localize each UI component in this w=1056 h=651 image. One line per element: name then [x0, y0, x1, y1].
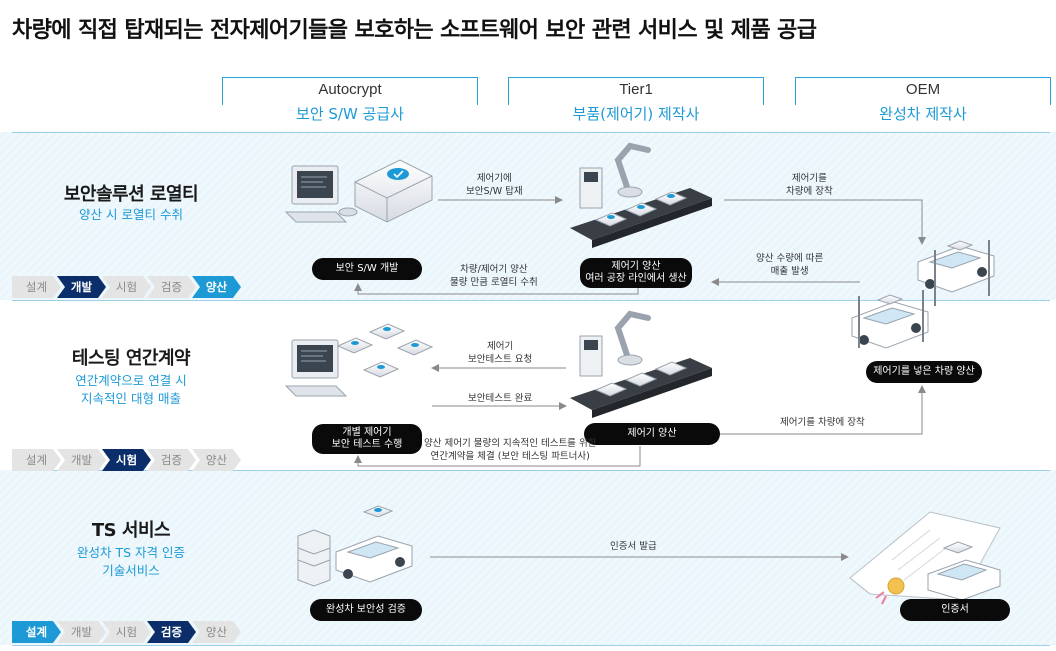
server-rack-icon	[297, 529, 331, 587]
note-line: 보안S/W 탑재	[466, 186, 523, 197]
step-production: 양산	[192, 449, 241, 471]
computer-icon	[284, 165, 348, 223]
divider	[12, 300, 1050, 301]
note-royalty: 차량/제어기 양산 물량 만큼 로열티 수취	[450, 263, 538, 289]
column-title-ko: 보안 S/W 공급사	[290, 103, 410, 124]
security-module-icon	[338, 159, 433, 223]
subtitle-line: 연간계약으로 연결 시	[75, 373, 187, 388]
column-title-ko: 부품(제어기) 제작사	[566, 103, 706, 124]
page-title: 차량에 직접 탑재되는 전자제어기들을 보호하는 소프트웨어 보안 관련 서비스…	[12, 18, 817, 43]
step-development: 개발	[57, 276, 106, 298]
divider	[12, 470, 1050, 471]
step-production: 양산	[192, 276, 241, 298]
column-title-ko: 완성차 제작사	[873, 103, 973, 124]
pill-controller-production: 제어기 양산 여러 공장 라인에서 생산	[580, 258, 692, 288]
car-icon	[335, 505, 413, 583]
note-line: 제어기	[486, 341, 514, 352]
step-design: 설계	[12, 276, 61, 298]
section-band-royalty	[0, 132, 1056, 300]
note-cert-issue: 인증서 발급	[610, 541, 657, 552]
computer-icon	[284, 339, 348, 397]
subtitle-line: 완성차 TS 자격 인증	[77, 545, 185, 560]
note-mount-to-vehicle: 제어기를 차량에 장착	[786, 172, 833, 198]
step-test: 시험	[102, 449, 151, 471]
note-line: 매출 발생	[770, 266, 809, 277]
step-verify: 검증	[147, 276, 196, 298]
step-test: 시험	[102, 621, 151, 643]
note-annual-contract: 양산 제어기 물량의 지속적인 테스트를 위한 연간계약을 체결 (보안 테스팅…	[424, 437, 596, 463]
column-header-oem: OEM 완성차 제작사	[795, 77, 1051, 125]
step-design: 설계	[12, 621, 61, 643]
note-line: 양산 수량에 따른	[756, 253, 824, 264]
conveyor-icon	[570, 358, 712, 418]
subtitle-line: 지속적인 대형 매출	[81, 391, 181, 406]
step-development: 개발	[57, 449, 106, 471]
step-production: 양산	[192, 621, 241, 643]
section-subtitle: 양산 시 로열티 수취	[79, 207, 183, 222]
divider	[12, 645, 1050, 646]
pill-sw-development: 보안 S/W 개발	[312, 258, 422, 280]
note-line: 차량/제어기 양산	[460, 264, 528, 275]
column-title-en: Autocrypt	[318, 81, 382, 98]
section-subtitle: 연간계약으로 연결 시 지속적인 대형 매출	[26, 372, 236, 408]
note-line: 물량 만큼 로열티 수취	[450, 277, 538, 288]
step-verify: 검증	[147, 621, 196, 643]
robot-arm-icon	[579, 310, 651, 377]
column-bracket	[222, 77, 478, 105]
column-title-en: OEM	[905, 81, 941, 98]
column-header-autocrypt: Autocrypt 보안 S/W 공급사	[222, 77, 478, 125]
pill-line: 개별 제어기	[342, 427, 392, 438]
note-line: 양산 제어기 물량의 지속적인 테스트를 위한	[424, 438, 597, 449]
note-test-done: 보안테스트 완료	[468, 393, 533, 404]
section-title: 보안솔루션 로열티	[63, 184, 199, 205]
car-icon	[927, 541, 1001, 601]
step-verify: 검증	[147, 449, 196, 471]
column-header-tier1: Tier1 부품(제어기) 제작사	[508, 77, 764, 125]
column-bracket	[508, 77, 764, 105]
note-mount-to-vehicle: 제어기를 차량에 장착	[780, 417, 865, 428]
pill-line: 여러 공장 라인에서 생산	[585, 273, 687, 284]
note-line: 제어기에	[476, 173, 512, 184]
phase-steps: 설계 개발 시험 검증 양산	[12, 621, 237, 643]
note-test-request: 제어기 보안테스트 요청	[468, 340, 532, 366]
step-test: 시험	[102, 276, 151, 298]
pill-controller-production: 제어기 양산	[584, 423, 720, 445]
pill-vehicle-production: 제어기를 넣은 차량 양산	[866, 361, 982, 383]
phase-steps: 설계 개발 시험 검증 양산	[12, 276, 237, 298]
divider	[12, 132, 1050, 133]
note-line: 연간계약을 체결 (보안 테스팅 파트너사)	[430, 451, 590, 462]
note-line: 보안테스트 요청	[468, 354, 533, 365]
security-module-icon	[336, 323, 434, 378]
conveyor-icon	[570, 188, 712, 248]
pill-security-test: 개별 제어기 보안 테스트 수행	[312, 424, 422, 454]
section-subtitle: 완성차 TS 자격 인증 기술서비스	[26, 544, 236, 580]
column-title-en: Tier1	[619, 81, 653, 98]
pill-line: 보안 테스트 수행	[331, 439, 403, 450]
step-development: 개발	[57, 621, 106, 643]
note-line: 차량에 장착	[786, 186, 833, 197]
robot-arm-icon	[579, 142, 651, 209]
pill-line: 제어기 양산	[611, 261, 661, 272]
column-bracket	[795, 77, 1051, 105]
phase-steps: 설계 개발 시험 검증 양산	[12, 449, 237, 471]
section-title: 테스팅 연간계약	[71, 348, 191, 369]
step-design: 설계	[12, 449, 61, 471]
car-lift-icon	[851, 240, 995, 349]
note-install-sw: 제어기에 보안S/W 탑재	[466, 172, 523, 198]
note-revenue: 양산 수량에 따른 매출 발생	[756, 252, 823, 278]
pill-vehicle-verification: 완성차 보안성 검증	[310, 599, 422, 621]
section-title: TS 서비스	[91, 520, 171, 541]
subtitle-line: 기술서비스	[102, 563, 160, 578]
note-line: 제어기를	[791, 173, 827, 184]
pill-certificate: 인증서	[900, 599, 1010, 621]
